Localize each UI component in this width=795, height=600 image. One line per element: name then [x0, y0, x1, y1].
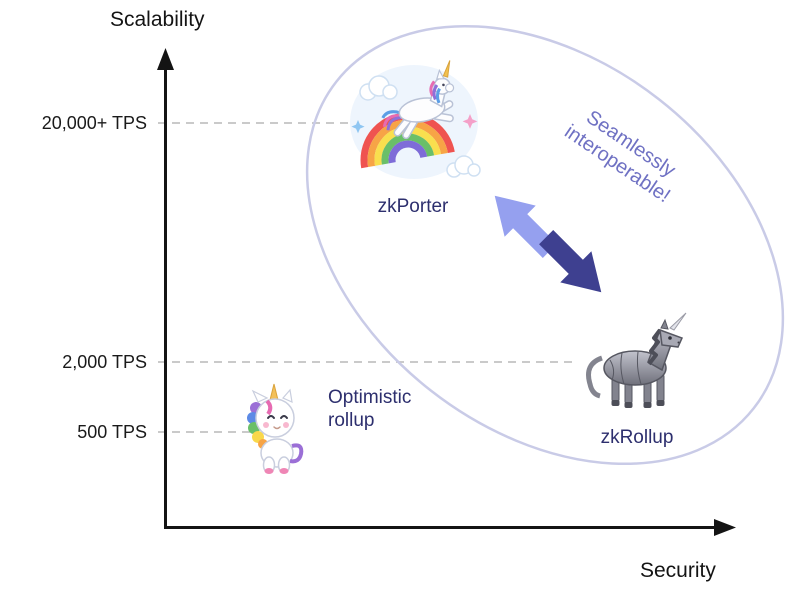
- tick-label-20000-tps: 20,000+ TPS: [41, 113, 147, 133]
- swap-arrow-light-icon: [494, 195, 557, 258]
- rainbow-unicorn-icon: [350, 60, 481, 179]
- x-axis-title: Security: [640, 559, 716, 582]
- zkporter-label: zkPorter: [377, 196, 449, 217]
- tick-label-2000-tps: 2,000 TPS: [62, 352, 147, 372]
- optimistic-rollup-label: Optimistic rollup: [328, 387, 412, 432]
- x-axis: [164, 519, 736, 536]
- y-axis: [157, 48, 174, 529]
- baby-unicorn-icon: [247, 383, 304, 474]
- tick-label-500-tps: 500 TPS: [77, 422, 147, 442]
- zkrollup-label: zkRollup: [600, 427, 674, 448]
- robot-unicorn-icon: [586, 312, 687, 408]
- y-axis-title: Scalability: [110, 8, 205, 31]
- interop-group-ellipse: [305, 24, 785, 466]
- interoperable-annotation: Seamlessly interoperable!: [560, 106, 680, 208]
- swap-arrow-dark-icon: [539, 230, 602, 293]
